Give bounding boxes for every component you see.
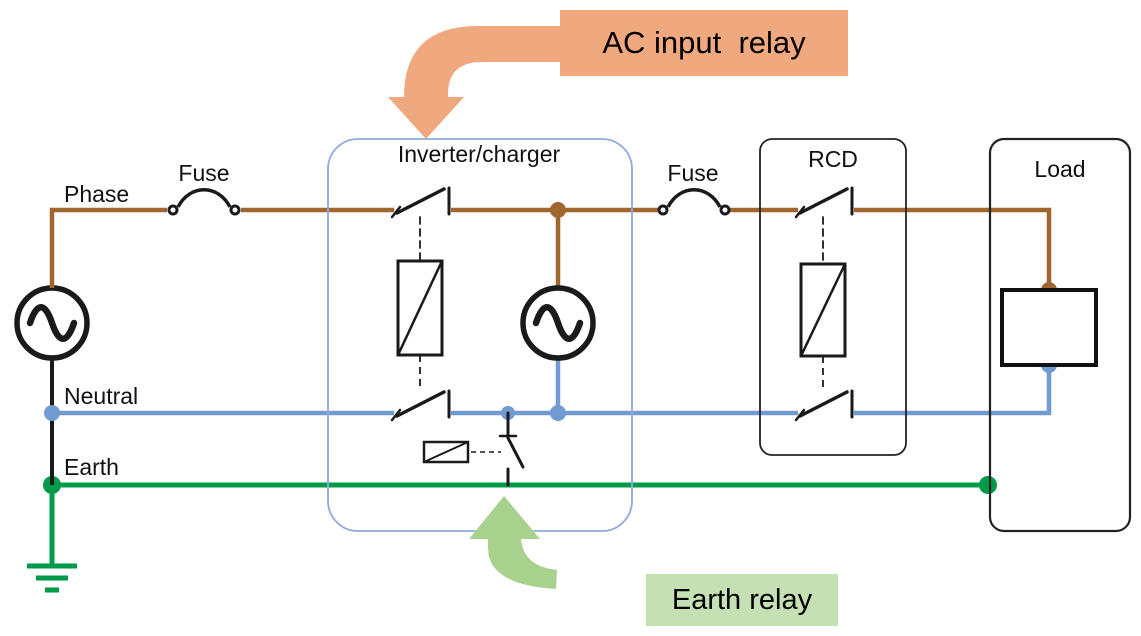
earth-relay-callout-label: Earth relay <box>671 583 813 616</box>
fuse-right-label: Fuse <box>667 160 718 186</box>
fuse-left-label: Fuse <box>178 160 229 186</box>
neutral-junction-inverter <box>550 405 566 421</box>
earth-relay-arrow <box>469 496 557 589</box>
inverter-charger-label: Inverter/charger <box>398 141 561 167</box>
earth-label: Earth <box>64 454 119 480</box>
rcd-switch-phase <box>794 186 854 265</box>
inverter-ac-source <box>520 285 596 361</box>
earth-relay-coil <box>422 440 501 464</box>
ac-input-relay-callout-label: AC input relay <box>602 25 806 60</box>
fuse-left <box>167 188 241 216</box>
earth-wire <box>49 482 988 564</box>
phase-label: Phase <box>64 181 129 207</box>
ac-input-relay-switch-neutral <box>390 389 451 422</box>
neutral-wire <box>52 357 1052 416</box>
sine-wave-icon <box>26 304 78 342</box>
neutral-junction-grid <box>44 405 60 421</box>
ac-input-relay-callout: AC input relay <box>560 10 848 76</box>
phase-wire <box>49 207 1052 290</box>
earth-relay-callout: Earth relay <box>646 574 838 626</box>
rcd-box <box>759 138 907 456</box>
load-element <box>1000 288 1098 367</box>
rcd-switch-neutral <box>794 389 854 422</box>
neutral-label: Neutral <box>64 383 138 409</box>
ac-input-relay-coil <box>396 259 444 391</box>
load-label: Load <box>1034 156 1085 182</box>
earth-relay-switch <box>498 411 525 487</box>
fuse-right <box>657 188 731 216</box>
ground-symbol <box>27 563 77 593</box>
sine-wave-icon <box>532 304 584 342</box>
earth-junction-right <box>979 476 997 494</box>
ac-input-relay-arrow <box>388 26 560 139</box>
ac-input-relay-switch-phase <box>390 186 451 262</box>
load-box <box>988 137 1132 533</box>
phase-junction-inverter <box>550 202 566 218</box>
rcd-coil <box>799 262 847 391</box>
rcd-label: RCD <box>808 146 858 172</box>
